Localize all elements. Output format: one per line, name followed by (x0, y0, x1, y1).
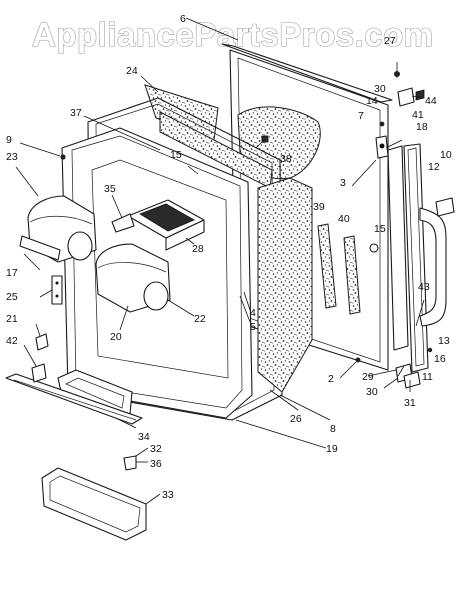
callout-3: 3 (340, 177, 346, 189)
callout-38: 38 (280, 153, 292, 165)
lower-door-bin (41, 467, 147, 541)
callout-4: 4 (250, 307, 256, 319)
hinge-bracket-top (397, 87, 425, 107)
callout-32: 32 (150, 443, 162, 455)
callout-43: 43 (418, 281, 430, 293)
callout-37: 37 (70, 107, 82, 119)
callout-39: 39 (313, 201, 325, 213)
callout-16: 16 (434, 353, 446, 365)
callout-42: 42 (6, 335, 18, 347)
callout-17: 17 (6, 267, 18, 279)
callout-18: 18 (416, 121, 428, 133)
clip-21 (35, 333, 49, 351)
dairy-compartment (127, 199, 205, 251)
callout-19: 19 (326, 443, 338, 455)
callout-34: 34 (138, 431, 150, 443)
screw-2 (355, 357, 361, 363)
callout-2: 2 (328, 373, 334, 385)
hinge-top (375, 135, 389, 159)
gasket-strip-39 (317, 223, 337, 309)
callout-25: 25 (6, 291, 18, 303)
callout-28: 28 (192, 243, 204, 255)
callout-21: 21 (6, 313, 18, 325)
clip-36 (123, 455, 137, 471)
screw-27 (394, 62, 400, 78)
dairy-latch (111, 213, 135, 233)
callout-14: 14 (366, 95, 378, 107)
callout-7: 7 (358, 110, 364, 122)
door-handle (419, 207, 447, 327)
callout-labels: 6 27 24 30 44 14 41 37 7 18 9 15 10 23 3… (6, 13, 452, 501)
callout-26: 26 (290, 413, 302, 425)
bottom-trim-piece (403, 371, 421, 389)
shelf-rail (5, 373, 143, 425)
screw-16 (427, 347, 433, 353)
callout-9: 9 (6, 134, 12, 146)
door-trim-strip-long (387, 145, 409, 351)
rail-end-cap-left (31, 363, 47, 383)
callout-20: 20 (110, 331, 122, 343)
callout-10: 10 (440, 149, 452, 161)
watermark-logo: AppliancePartsPros.com (32, 16, 434, 53)
callout-27: 27 (384, 35, 396, 47)
handle-end-cap (435, 197, 455, 217)
callout-11: 11 (422, 371, 433, 383)
callout-40: 40 (338, 213, 350, 225)
callout-23: 23 (6, 151, 18, 163)
callout-36: 36 (150, 458, 162, 470)
screw-7 (379, 121, 385, 127)
gasket-foam-strip (159, 111, 313, 393)
middle-door-bin (95, 243, 171, 313)
callout-35: 35 (104, 183, 116, 195)
callout-6: 6 (180, 13, 186, 25)
cam-15 (369, 243, 379, 253)
callout-30a: 30 (374, 83, 386, 95)
callout-33: 33 (162, 489, 174, 501)
callout-22: 22 (194, 313, 206, 325)
callout-44: 44 (425, 95, 437, 107)
callout-29: 29 (362, 371, 374, 383)
callout-5: 5 (250, 321, 256, 333)
callout-41: 41 (412, 109, 424, 121)
callout-31: 31 (404, 397, 416, 409)
callout-8: 8 (330, 423, 336, 435)
spring-clip-38 (261, 135, 269, 143)
bin-retainer-bar (19, 235, 61, 261)
callout-15a: 15 (170, 149, 182, 161)
screw-9 (60, 154, 66, 160)
callout-15b: 15 (374, 223, 386, 235)
callout-13: 13 (438, 335, 450, 347)
bin-support-bracket (51, 275, 63, 305)
callout-30b: 30 (366, 386, 378, 398)
gasket-strip-40 (343, 235, 361, 315)
callout-12: 12 (428, 161, 440, 173)
callout-24: 24 (126, 65, 138, 77)
leader-lines (15, 17, 425, 505)
